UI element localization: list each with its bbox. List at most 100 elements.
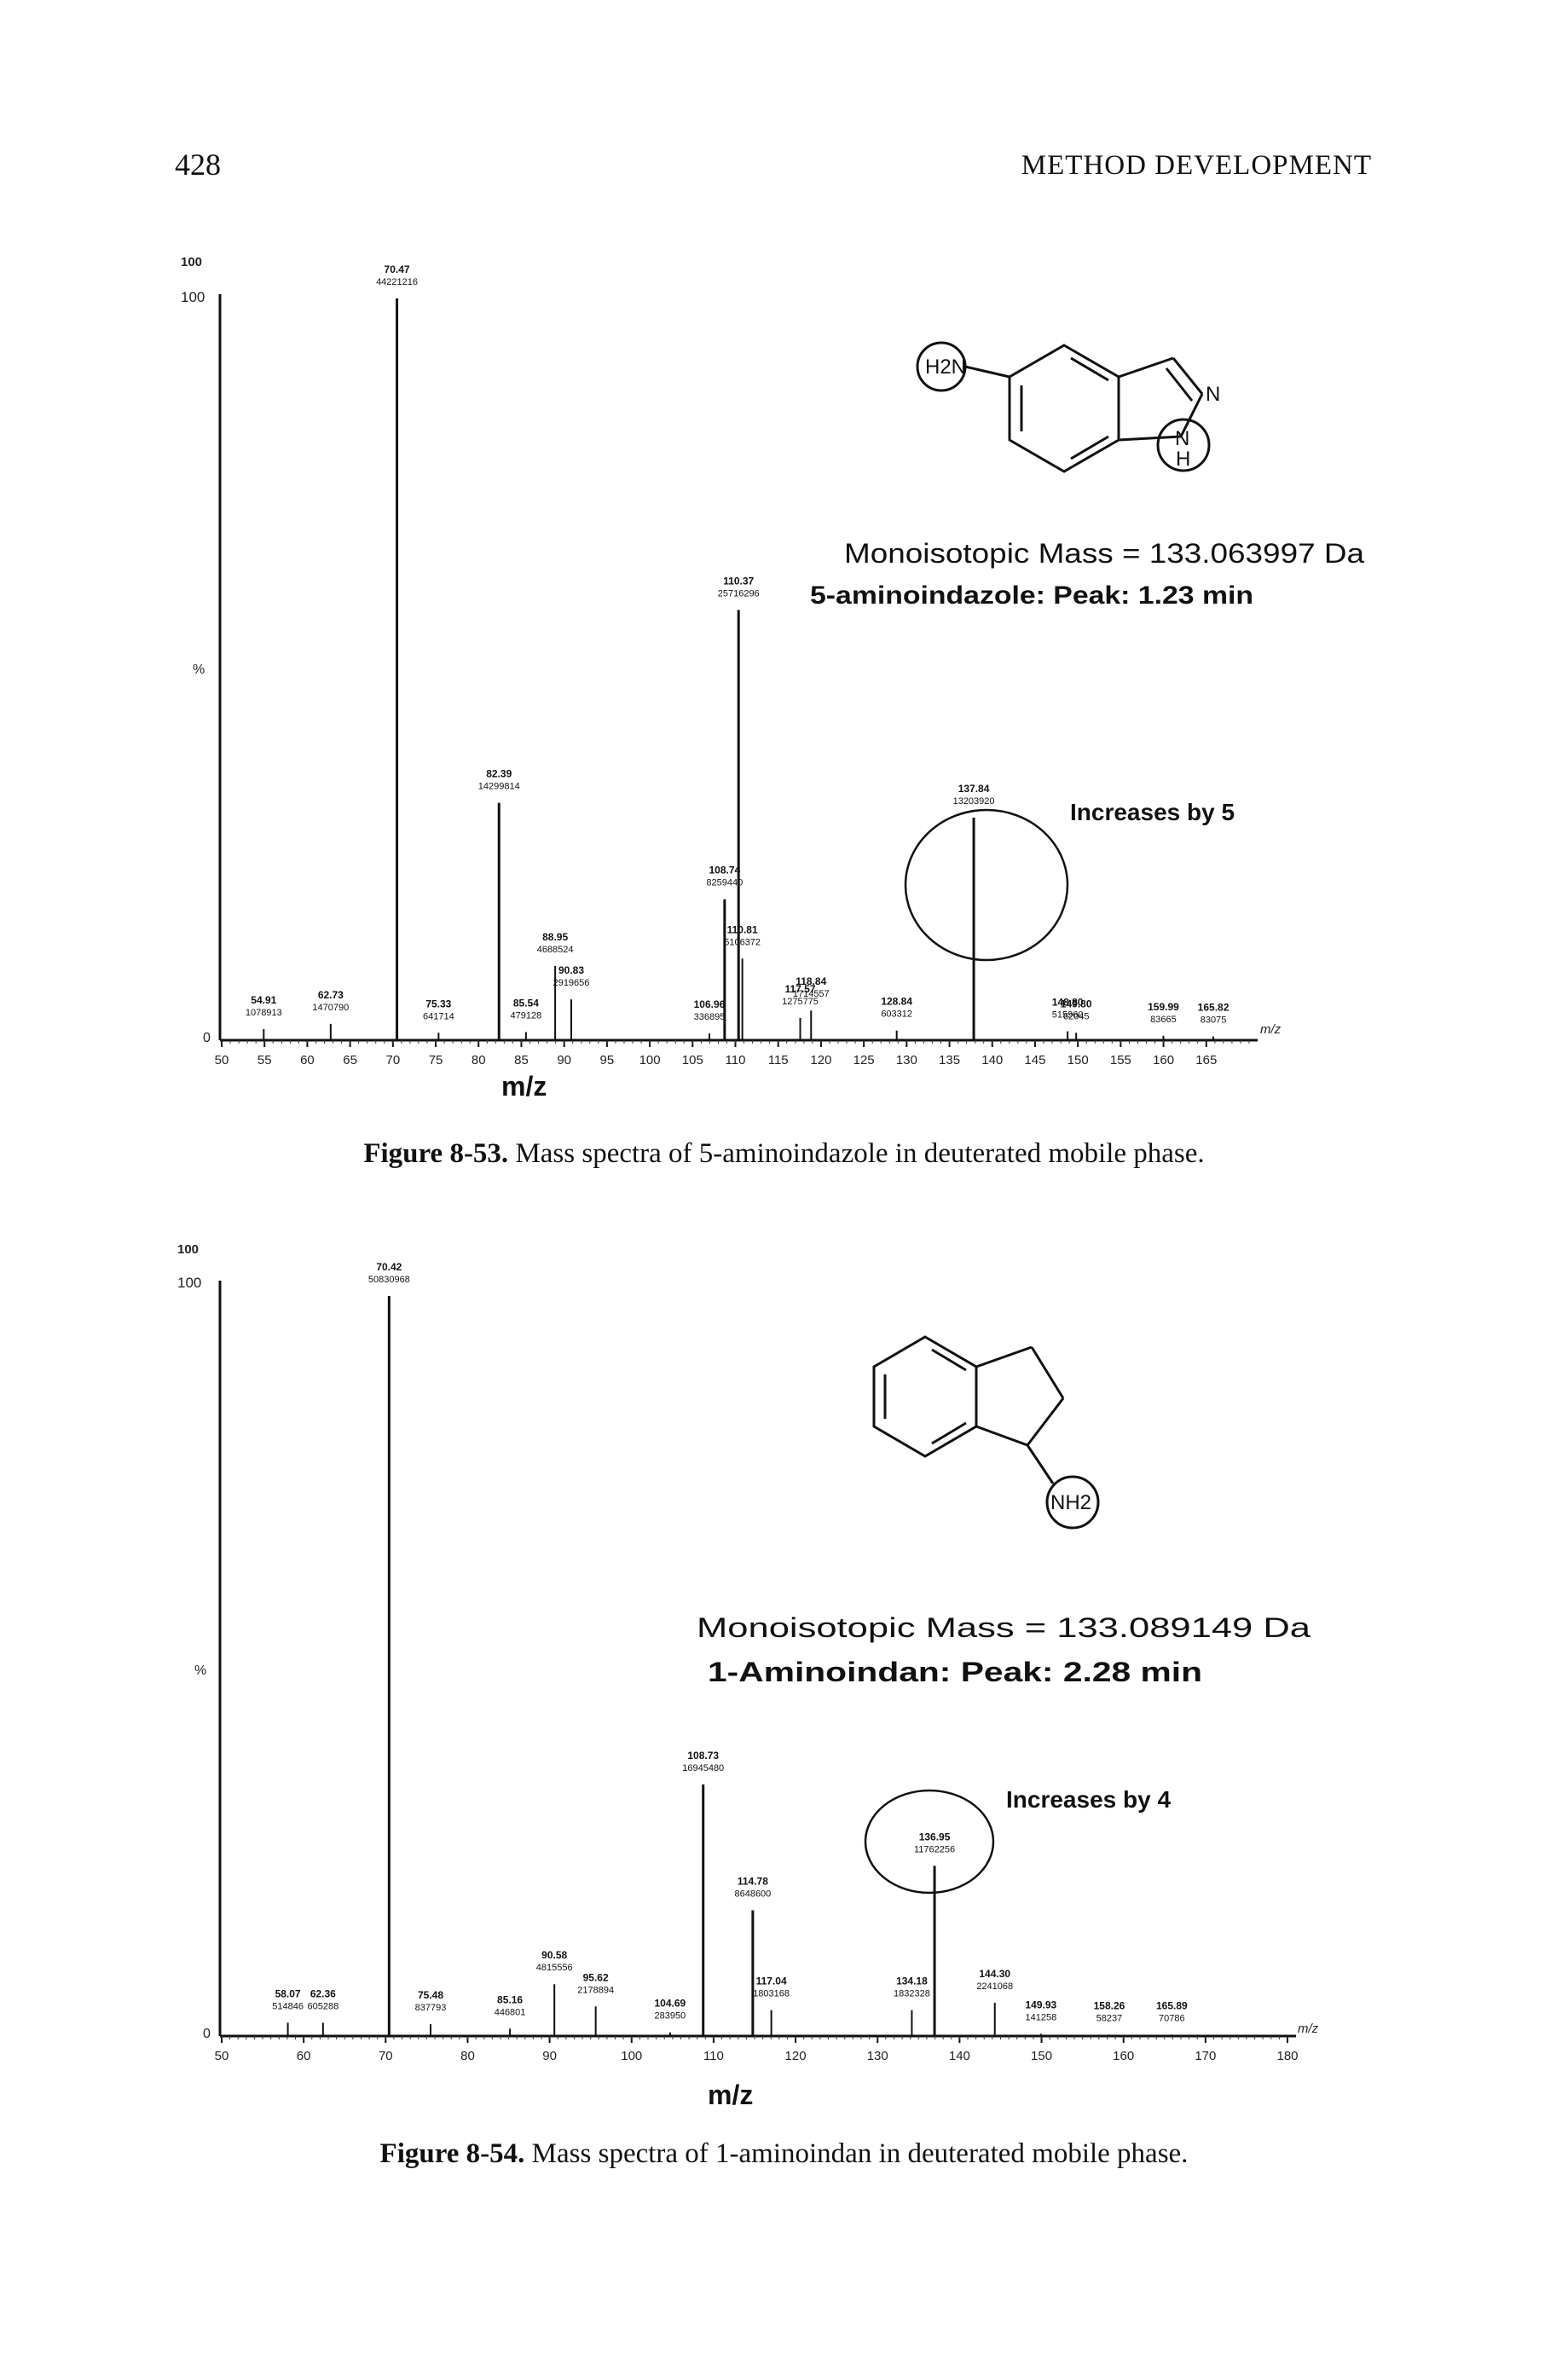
x-tick-label: 70	[379, 2049, 393, 2063]
peak-mz-label: 110.81	[727, 923, 758, 935]
page-number: 428	[175, 148, 221, 182]
x-tick-label: 80	[460, 2049, 475, 2063]
x-tick-label: 75	[429, 1053, 443, 1067]
x-tick-label: 155	[1110, 1053, 1131, 1067]
y-tick-mid: %	[193, 662, 205, 677]
peak-mz-label: 54.91	[251, 994, 276, 1006]
x-tick-label: 180	[1276, 2049, 1298, 2063]
peak-count-label: 1714557	[793, 989, 830, 999]
x-tick-label: 100	[621, 2049, 642, 2063]
compound-peak: 1-Aminoindan: Peak: 2.28 min	[708, 1657, 1202, 1687]
ring-nh-h-label: H	[1176, 448, 1190, 471]
peak-mz-label: 106.96	[694, 998, 726, 1010]
peak-count-label: 44221216	[376, 277, 418, 287]
peak-count-label: 8259440	[706, 878, 743, 888]
x-tick-label: 120	[810, 1053, 831, 1067]
x-tick-label: 105	[682, 1053, 703, 1067]
ring-n-label: N	[1206, 383, 1220, 406]
y-tick-zero: 0	[203, 1031, 211, 1045]
peak-count-label: 446801	[495, 2007, 526, 2017]
x-tick-label: 150	[1031, 2049, 1052, 2063]
x-tick-label: 160	[1153, 1053, 1174, 1067]
peak-count-label: 605288	[307, 2001, 338, 2011]
peak-mz-label: 114.78	[738, 1875, 768, 1887]
peak-count-label: 8648600	[734, 1889, 771, 1899]
peak-mz-label: 149.80	[1061, 998, 1092, 1009]
x-tick-label: 55	[257, 1053, 272, 1067]
peak-mz-label: 88.95	[542, 931, 568, 943]
y-tick-top: 100	[181, 289, 205, 305]
figure-caption-8-54: Figure 8-54. Mass spectra of 1-aminoinda…	[0, 2138, 1568, 2170]
caption-text: Mass spectra of 1-aminoindan in deuterat…	[524, 2138, 1189, 2169]
peak-count-label: 336895	[694, 1012, 726, 1022]
peak-count-label: 58237	[1096, 2013, 1123, 2023]
y-tick-top: 100	[177, 1275, 201, 1291]
x-tick-label: 115	[768, 1053, 789, 1067]
peak-mz-label: 108.73	[687, 1750, 719, 1761]
peak-mz-label: 58.07	[275, 1987, 301, 1999]
peak-count-label: 13203920	[953, 796, 995, 807]
x-tick-label: 160	[1113, 2049, 1134, 2063]
peak-count-label: 479128	[511, 1010, 542, 1021]
peak-mz-label: 108.74	[709, 865, 740, 876]
x-tick-label: 95	[600, 1053, 615, 1067]
peak-count-label: 2919656	[553, 978, 590, 988]
monoisotopic-mass: Monoisotopic Mass = 133.089149 Da	[697, 1612, 1311, 1643]
peak-mz-label: 117.57	[784, 983, 815, 995]
peak-mz-label: 95.62	[583, 1971, 609, 1983]
peak-mz-label: 110.37	[723, 575, 754, 587]
peak-count-label: 1275775	[782, 997, 819, 1007]
x-tick-label: 165	[1195, 1053, 1217, 1067]
x-axis-unit-tag: m/z	[1298, 2022, 1319, 2036]
peak-count-label: 70786	[1159, 2013, 1185, 2023]
peak-count-label: 641714	[423, 1011, 454, 1021]
peak-mz-label: 90.83	[558, 964, 584, 976]
x-tick-label: 60	[300, 1053, 315, 1067]
peak-count-label: 1078913	[246, 1008, 282, 1018]
x-tick-label: 90	[542, 2049, 557, 2063]
peak-count-label: 1470790	[312, 1003, 349, 1013]
peak-mz-label: 158.26	[1094, 1999, 1125, 2011]
molecule-1-aminoindan	[872, 1335, 1100, 1530]
caption-text: Mass spectra of 5-aminoindazole in deute…	[508, 1138, 1205, 1169]
peak-mz-label: 62.36	[310, 1987, 336, 1999]
peak-count-label: 1803168	[753, 1989, 790, 1999]
x-tick-label: 85	[514, 1053, 529, 1067]
peak-mz-label: 70.42	[376, 1261, 402, 1273]
peak-mz-label: 90.58	[541, 1949, 567, 1961]
mass-spectrum-chart-1: 100 100 % 0 54.91107891362.73147079070.4…	[181, 255, 1364, 1102]
peak-mz-label: 128.84	[881, 996, 912, 1008]
peak-mz-label: 165.89	[1156, 1999, 1188, 2011]
corner-label: 100	[177, 1242, 199, 1257]
amine-label: H2N	[925, 356, 966, 379]
molecule-5-aminoindazole	[916, 341, 1211, 473]
increase-annotation: Increases by 4	[1006, 1786, 1171, 1813]
peak-mz-label: 70.47	[385, 263, 410, 275]
x-tick-label: 150	[1068, 1053, 1089, 1067]
mass-spectrum-chart-2: 100 100 % 0 58.0751484662.3660528870.425…	[177, 1242, 1319, 2110]
peak-mz-label: 134.18	[896, 1976, 928, 1987]
peak-count-label: 62045	[1063, 1011, 1090, 1021]
peak-count-label: 4815556	[536, 1963, 573, 1973]
caption-label: Figure 8-54.	[379, 2138, 525, 2169]
peak-mz-label: 144.30	[979, 1968, 1010, 1980]
peak-mz-label: 85.16	[497, 1993, 523, 2005]
peak-mz-label: 82.39	[486, 768, 512, 780]
highlight-circle	[864, 1789, 995, 1895]
x-axis-label: m/z	[501, 1071, 547, 1102]
peak-mz-label: 104.69	[655, 1998, 686, 2010]
y-tick-zero: 0	[203, 2027, 211, 2041]
x-tick-label: 65	[343, 1053, 357, 1067]
x-tick-label: 80	[472, 1053, 486, 1067]
x-tick-label: 90	[557, 1053, 571, 1067]
peak-mz-label: 118.84	[796, 975, 826, 987]
peak-count-label: 2178894	[577, 1985, 614, 1995]
peak-count-label: 50830968	[368, 1275, 410, 1285]
x-tick-label: 130	[867, 2049, 888, 2063]
x-tick-label: 140	[949, 2049, 970, 2063]
x-tick-label: 140	[981, 1053, 1003, 1067]
compound-peak: 5-aminoindazole: Peak: 1.23 min	[810, 581, 1253, 610]
peak-mz-label: 137.84	[958, 783, 990, 795]
